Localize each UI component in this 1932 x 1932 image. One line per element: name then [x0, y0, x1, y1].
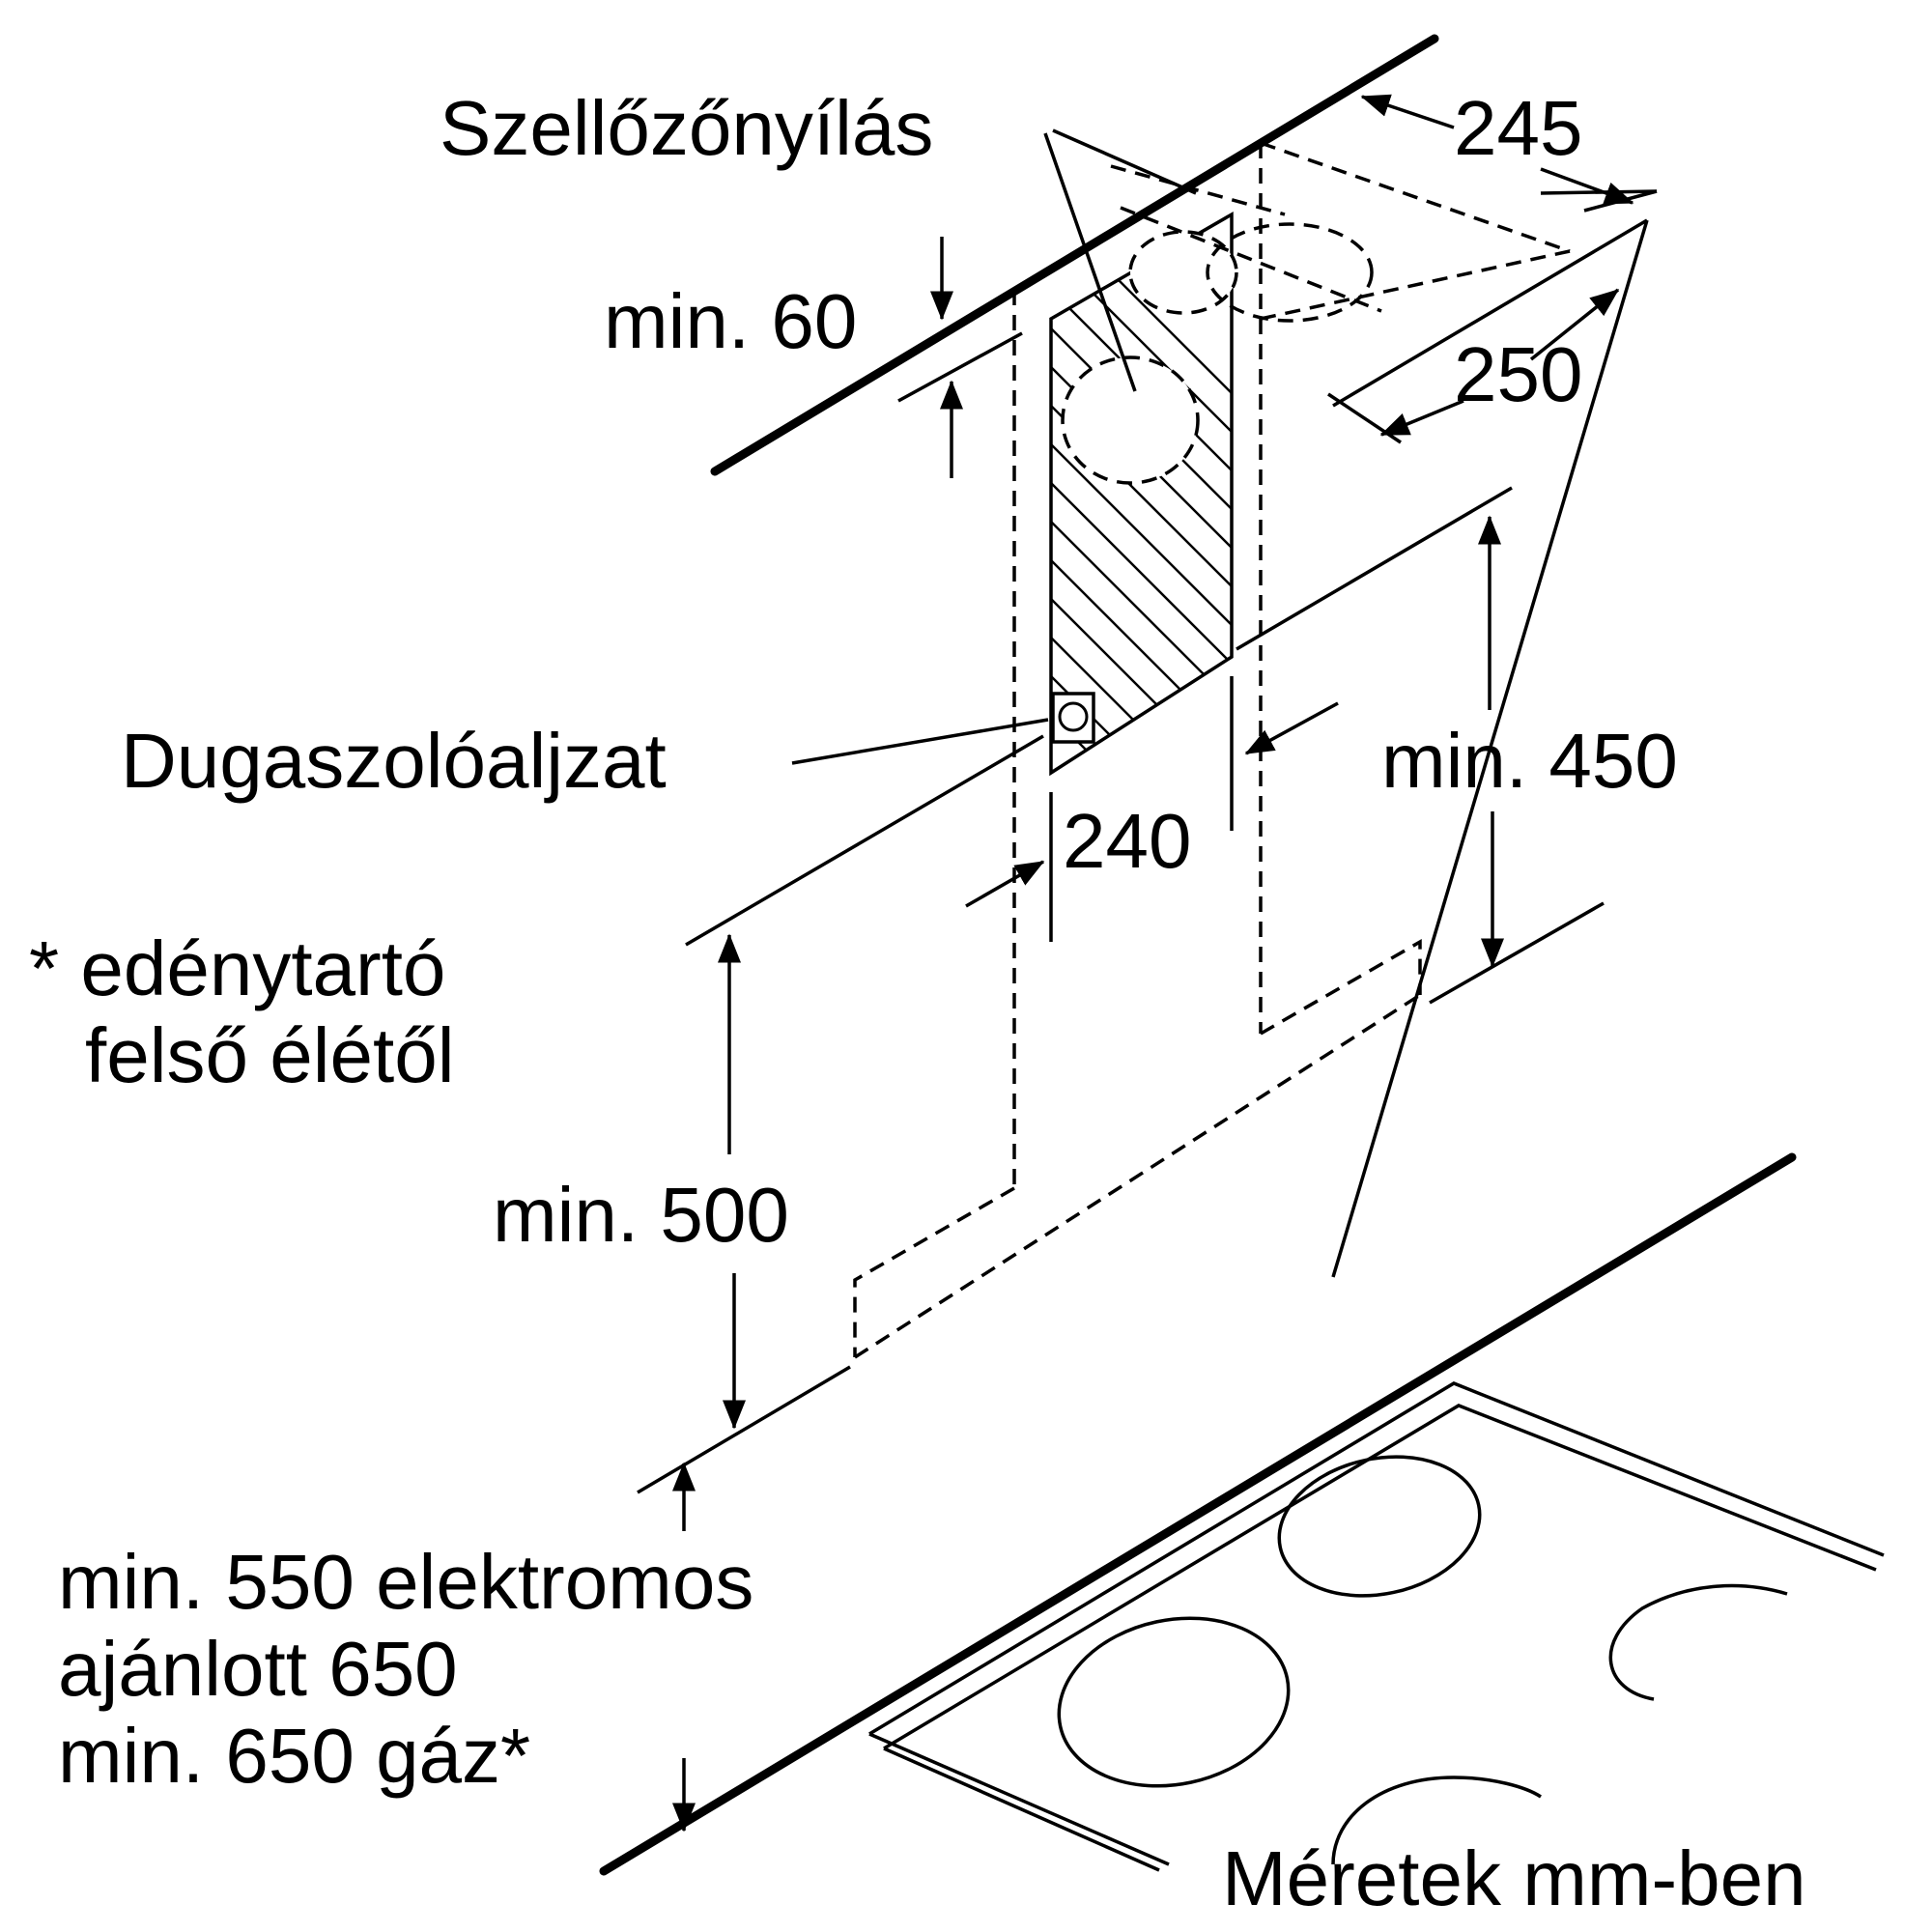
dimension-min450: [1478, 515, 1504, 968]
burner-right: [1608, 1583, 1788, 1701]
label-min60: min. 60: [604, 278, 857, 364]
label-note-line2: felső élétől: [85, 1012, 454, 1098]
label-units: Méretek mm-ben: [1222, 1835, 1806, 1921]
dimension-245: [1360, 94, 1658, 213]
socket-icon: [1051, 692, 1095, 744]
burner-front: [1057, 1616, 1291, 1788]
countertop-line: [599, 1152, 1797, 1876]
ceiling-duct-outline: [1110, 141, 1571, 323]
dimension-250: [1327, 288, 1620, 444]
dimension-240: [965, 676, 1339, 942]
cooktop: [868, 1381, 1885, 1872]
label-dist-line1: min. 550 elektromos: [58, 1539, 753, 1625]
label-note-line1: * edénytartó: [29, 925, 445, 1011]
burner-front-right: [1331, 1776, 1542, 1865]
label-dist-line3: min. 650 gáz*: [58, 1713, 530, 1799]
label-min450: min. 450: [1381, 718, 1678, 804]
label-vent-opening: Szellőzőnyílás: [440, 85, 933, 171]
label-250: 250: [1454, 331, 1582, 417]
label-245: 245: [1454, 85, 1582, 171]
dimension-min500: [718, 933, 746, 1430]
label-240: 240: [1063, 798, 1191, 884]
chimney-outline: [853, 143, 1422, 1359]
label-min500: min. 500: [493, 1172, 789, 1258]
leader-lines: [791, 128, 1197, 765]
label-dist-line2: ajánlott 650: [58, 1626, 458, 1712]
ceiling-line: [710, 34, 1439, 476]
label-socket: Dugaszolóaljzat: [121, 718, 667, 804]
burner-back: [1277, 1455, 1482, 1598]
dimension-min60: [930, 237, 963, 478]
